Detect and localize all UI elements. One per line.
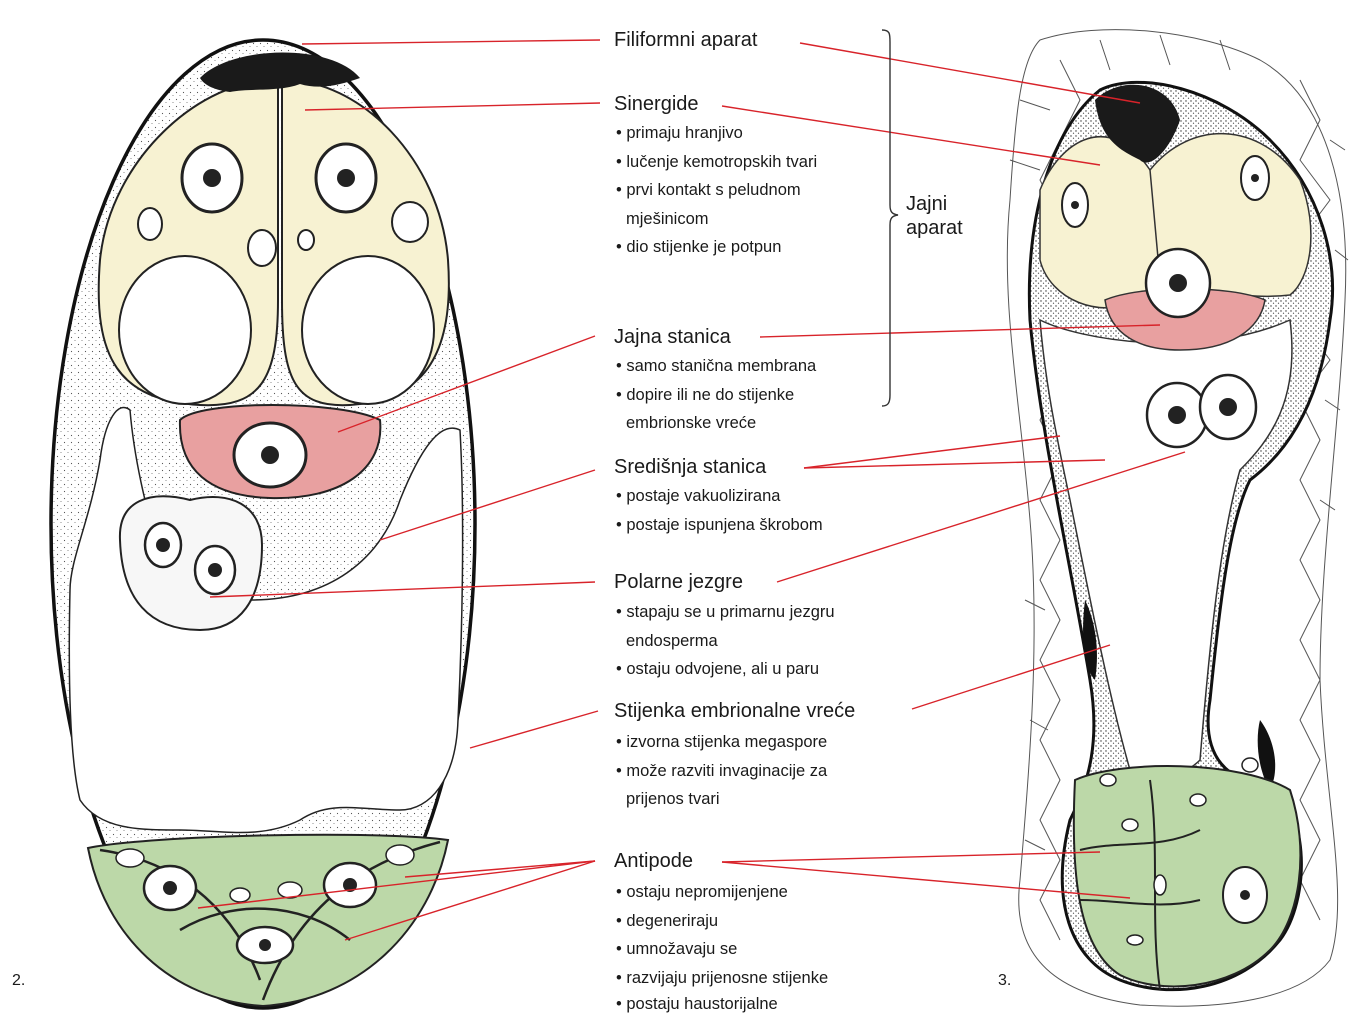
leader-stijenka-left — [470, 711, 598, 748]
label-polarne-jezgre: Polarne jezgre — [614, 570, 743, 594]
label-stijenka: Stijenka embrionalne vreće — [614, 699, 855, 723]
sinergide-item: prvi kontakt s peludnom — [616, 180, 801, 200]
figure-2 — [51, 40, 475, 1008]
jajni-aparat-line1: Jajni — [906, 192, 963, 216]
synergid-right-a — [1040, 137, 1162, 308]
label-jajna-stanica: Jajna stanica — [614, 325, 731, 349]
antipode-item: postaju haustorijalne — [616, 994, 778, 1014]
leader-stijenka-right — [912, 645, 1110, 709]
jajna-item-continuation: embrionske vreće — [626, 413, 756, 433]
stijenka-item: može razviti invaginacije za — [616, 761, 827, 781]
antipode-item: ostaju nepromijenjene — [616, 882, 788, 902]
synergid-vacuole — [302, 256, 434, 404]
label-antipode: Antipode — [614, 849, 693, 873]
stijenka-item-continuation: prijenos tvari — [626, 789, 720, 809]
polarne-item-continuation: endosperma — [626, 631, 718, 651]
leader-antipode-right-a — [722, 852, 1100, 862]
synergid-vacuole — [119, 256, 251, 404]
antipode-item: degeneriraju — [616, 911, 718, 931]
sredisnja-item: postaje vakuolizirana — [616, 486, 780, 506]
leader-filiformni-right — [800, 43, 1140, 103]
sredisnja-item: postaje ispunjena škrobom — [616, 515, 823, 535]
jajni-aparat-line2: aparat — [906, 216, 963, 240]
jajni-aparat-label: Jajni aparat — [906, 192, 963, 240]
jajna-item: samo stanična membrana — [616, 356, 816, 376]
figure-3 — [1007, 30, 1348, 1007]
antipode-item: umnožavaju se — [616, 939, 737, 959]
nucleolus — [337, 169, 355, 187]
leader-sredisnja-right-a — [804, 436, 1060, 468]
nucleolus — [203, 169, 221, 187]
egg-apparatus-bracket — [882, 30, 898, 406]
jajna-item: dopire ili ne do stijenke — [616, 385, 794, 405]
sinergide-item: dio stijenke je potpun — [616, 237, 781, 257]
sinergide-item: lučenje kemotropskih tvari — [616, 152, 817, 172]
sinergide-item: primaju hranjivo — [616, 123, 743, 143]
antipodals-right — [1074, 766, 1301, 986]
polarne-item: ostaju odvojene, ali u paru — [616, 659, 819, 679]
label-sredisnja-stanica: Središnja stanica — [614, 455, 766, 479]
stijenka-item: izvorna stijenka megaspore — [616, 732, 827, 752]
label-sinergide: Sinergide — [614, 92, 699, 116]
label-filiformni: Filiformni aparat — [614, 28, 757, 52]
antipode-item: razvijaju prijenosne stijenke — [616, 968, 828, 988]
figure-number-right: 3. — [998, 972, 1011, 990]
sinergide-item-continuation: mješinicom — [626, 209, 709, 229]
polarne-item: stapaju se u primarnu jezgru — [616, 602, 835, 622]
figure-number-left: 2. — [12, 972, 25, 990]
leader-filiformni-left — [302, 40, 600, 44]
